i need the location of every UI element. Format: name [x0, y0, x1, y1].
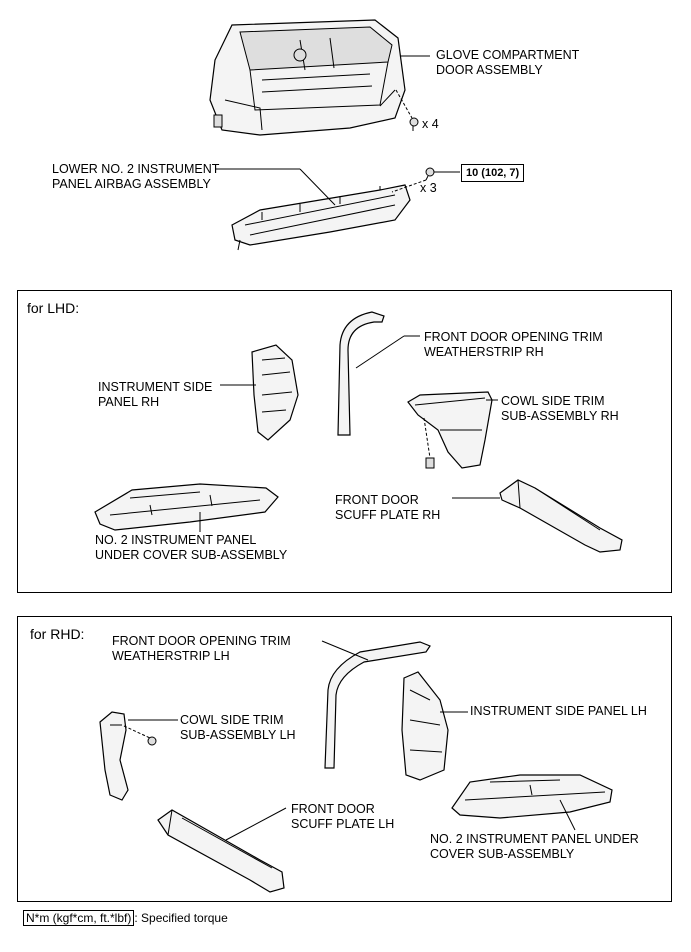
label-line: WEATHERSTRIP RH	[424, 345, 544, 359]
label-line: SCUFF PLATE LH	[291, 817, 395, 831]
lhd-section-frame	[17, 290, 672, 593]
label-line: FRONT DOOR OPENING TRIM	[112, 634, 291, 648]
lhd-weatherstrip-drawing	[337, 311, 385, 436]
label-line: FRONT DOOR	[335, 493, 419, 507]
label-line: NO. 2 INSTRUMENT PANEL UNDER	[430, 832, 639, 846]
label-glove-compartment: GLOVE COMPARTMENT DOOR ASSEMBLY	[436, 48, 579, 78]
label-line: UNDER COVER SUB-ASSEMBLY	[95, 548, 288, 562]
label-line: COVER SUB-ASSEMBLY	[430, 847, 575, 861]
label-line: NO. 2 INSTRUMENT PANEL	[95, 533, 257, 547]
rhd-scuff-drawing	[157, 809, 285, 893]
label-line: INSTRUMENT SIDE	[98, 380, 213, 394]
glove-compartment-drawing	[209, 19, 419, 136]
label-line: LOWER NO. 2 INSTRUMENT	[52, 162, 220, 176]
legend-unit-box: N*m (kgf*cm, ft.*lbf)	[23, 910, 135, 926]
label-line: PANEL RH	[98, 395, 160, 409]
label-line: COWL SIDE TRIM	[501, 394, 605, 408]
airbag-drawing	[231, 167, 435, 251]
lhd-section-header: for LHD:	[27, 300, 80, 316]
label-line: PANEL AIRBAG ASSEMBLY	[52, 177, 211, 191]
label-line: WEATHERSTRIP LH	[112, 649, 230, 663]
torque-spec-box: 10 (102, 7)	[461, 164, 525, 182]
label-line: COWL SIDE TRIM	[180, 713, 284, 727]
label-line: DOOR ASSEMBLY	[436, 63, 543, 77]
label-lhd-instrument-side: INSTRUMENT SIDE PANEL RH	[98, 380, 212, 410]
label-line: SCUFF PLATE RH	[335, 508, 441, 522]
label-lhd-weatherstrip: FRONT DOOR OPENING TRIM WEATHERSTRIP RH	[424, 330, 603, 360]
label-lhd-cowl-side: COWL SIDE TRIM SUB-ASSEMBLY RH	[501, 394, 619, 424]
lhd-instrument-side-drawing	[251, 344, 299, 441]
label-rhd-scuff: FRONT DOOR SCUFF PLATE LH	[291, 802, 394, 832]
torque-legend: N*m (kgf*cm, ft.*lbf): Specified torque	[23, 910, 228, 926]
label-rhd-instrument-side: INSTRUMENT SIDE PANEL LH	[470, 704, 647, 718]
label-line: GLOVE COMPARTMENT	[436, 48, 580, 62]
rhd-section-header: for RHD:	[30, 626, 85, 642]
rhd-instrument-side-drawing	[401, 671, 449, 781]
rhd-weatherstrip-drawing	[324, 641, 431, 769]
label-line: FRONT DOOR	[291, 802, 375, 816]
label-rhd-cowl-side: COWL SIDE TRIM SUB-ASSEMBLY LH	[180, 713, 296, 743]
rhd-section-frame	[17, 616, 672, 902]
legend-text: : Specified torque	[134, 911, 228, 925]
rhd-cowl-side-drawing	[99, 711, 129, 801]
lhd-scuff-drawing	[499, 479, 623, 553]
label-airbag-qty: x 3	[420, 181, 437, 195]
label-rhd-weatherstrip: FRONT DOOR OPENING TRIM WEATHERSTRIP LH	[112, 634, 291, 664]
label-lhd-scuff: FRONT DOOR SCUFF PLATE RH	[335, 493, 440, 523]
label-line: SUB-ASSEMBLY LH	[180, 728, 296, 742]
label-rhd-under-cover: NO. 2 INSTRUMENT PANEL UNDER COVER SUB-A…	[430, 832, 639, 862]
label-lower-airbag: LOWER NO. 2 INSTRUMENT PANEL AIRBAG ASSE…	[52, 162, 219, 192]
label-line: SUB-ASSEMBLY RH	[501, 409, 619, 423]
label-line: FRONT DOOR OPENING TRIM	[424, 330, 603, 344]
label-glove-qty: x 4	[422, 117, 439, 131]
label-lhd-under-cover: NO. 2 INSTRUMENT PANEL UNDER COVER SUB-A…	[95, 533, 287, 563]
